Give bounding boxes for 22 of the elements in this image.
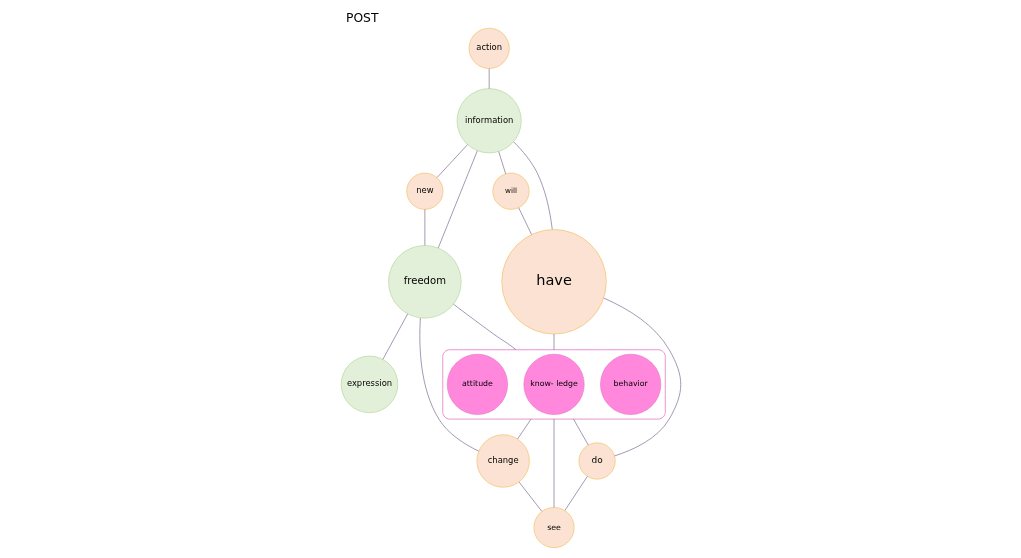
node-circle: change — [476, 434, 530, 488]
node-circle: freedom — [387, 245, 461, 319]
node-circle: new — [405, 172, 443, 210]
connector — [452, 303, 516, 350]
connector — [513, 141, 552, 230]
node-circle: expression — [340, 355, 398, 413]
connector — [603, 297, 681, 457]
connector — [518, 481, 542, 512]
connector — [419, 317, 479, 452]
node-circle: information — [456, 88, 522, 154]
node-circle: have — [500, 229, 607, 335]
connector — [437, 150, 478, 249]
cluster — [441, 349, 666, 420]
connector — [517, 207, 532, 235]
connector — [572, 418, 589, 446]
node-circle: action — [468, 27, 510, 69]
node-circle: do — [578, 442, 616, 480]
connector — [382, 313, 408, 360]
connector — [497, 151, 506, 174]
diagram-title: POST — [345, 11, 378, 26]
connector — [436, 144, 468, 178]
connector — [564, 476, 588, 511]
